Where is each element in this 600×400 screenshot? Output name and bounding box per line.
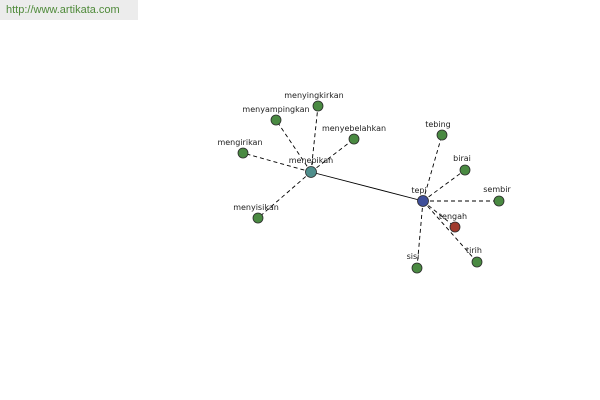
edge-menepikan-tepi: [310, 171, 424, 202]
nodes-layer: [237, 100, 505, 274]
node-mengirikan[interactable]: [237, 147, 249, 159]
node-label-menyingkirkan[interactable]: menyingkirkan: [284, 91, 344, 100]
edges-layer: [242, 105, 499, 269]
edge-menepikan-mengirikan: [242, 152, 312, 173]
node-tepi[interactable]: [417, 195, 429, 207]
node-tengah[interactable]: [449, 221, 461, 233]
source-bar: http://www.artikata.com: [0, 0, 138, 20]
node-label-mengirikan[interactable]: mengirikan: [217, 138, 262, 147]
node-label-birai[interactable]: birai: [453, 154, 471, 163]
node-label-menepikan[interactable]: menepikan: [289, 156, 333, 165]
node-sisi[interactable]: [411, 262, 423, 274]
node-menyisikan[interactable]: [252, 212, 264, 224]
node-label-tepi[interactable]: tepi: [411, 186, 426, 195]
node-sembir[interactable]: [493, 195, 505, 207]
edge-tepi-tebing: [422, 134, 443, 202]
node-label-menyisikan[interactable]: menyisikan: [233, 203, 279, 212]
node-label-tengah[interactable]: tengah: [439, 212, 467, 221]
edge-tepi-sisi: [416, 200, 424, 269]
node-label-sembir[interactable]: sembir: [483, 185, 511, 194]
node-tirih[interactable]: [471, 256, 483, 268]
node-label-tebing[interactable]: tebing: [425, 120, 451, 129]
edge-menepikan-menyampingkan: [275, 119, 312, 173]
node-menyebelahkan[interactable]: [348, 133, 360, 145]
source-link[interactable]: http://www.artikata.com: [6, 4, 120, 16]
node-tebing[interactable]: [436, 129, 448, 141]
node-menyampingkan[interactable]: [270, 114, 282, 126]
edge-menepikan-menyebelahkan: [310, 138, 355, 173]
node-label-menyebelahkan[interactable]: menyebelahkan: [322, 124, 386, 133]
node-label-menyampingkan[interactable]: menyampingkan: [242, 105, 309, 114]
node-menepikan[interactable]: [305, 166, 317, 178]
node-label-tirih[interactable]: tirih: [466, 246, 482, 255]
node-label-sisi[interactable]: sisi: [407, 252, 420, 261]
edge-menepikan-menyisikan: [257, 171, 312, 219]
edge-tepi-birai: [422, 169, 466, 202]
node-birai[interactable]: [459, 164, 471, 176]
labels-layer: menepikan tepi menyingkirkan menyampingkan m…: [217, 91, 511, 261]
node-menyingkirkan[interactable]: [312, 100, 324, 112]
